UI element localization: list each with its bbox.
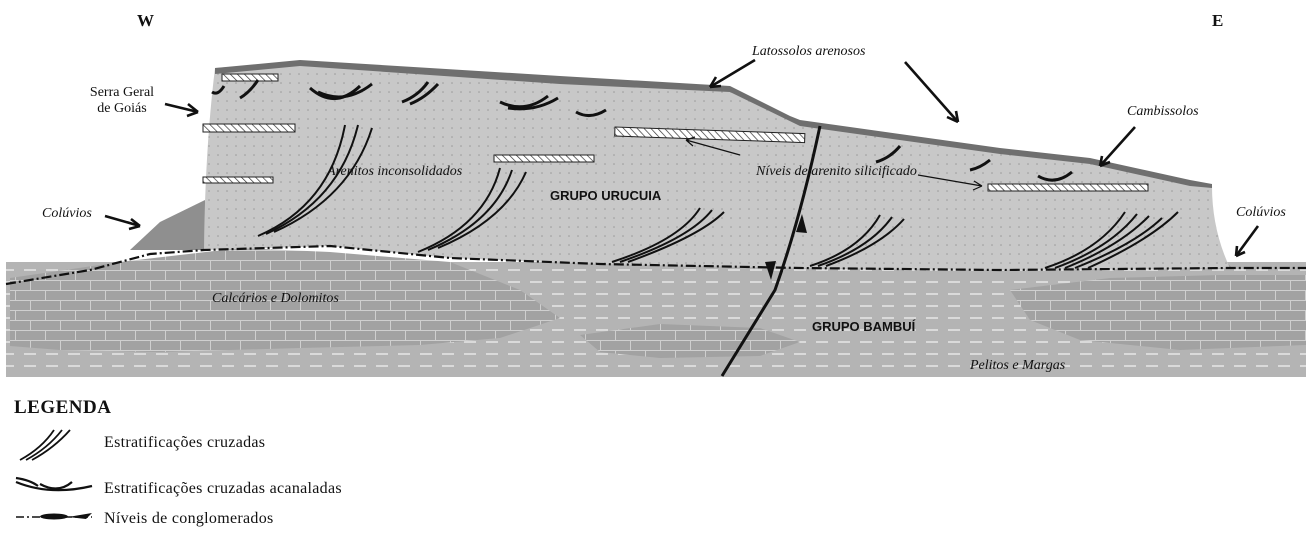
conglomerate-level-icon bbox=[10, 504, 100, 528]
pelitos-label: Pelitos e Margas bbox=[970, 358, 1065, 374]
arenitos-label: Arenitos inconsolidados bbox=[327, 164, 462, 180]
coluvios-left-label: Colúvios bbox=[42, 206, 92, 222]
east-direction-label: E bbox=[1212, 13, 1223, 29]
legend-title: LEGENDA bbox=[14, 397, 111, 419]
legend-item: Níveis de conglomerados bbox=[10, 504, 570, 534]
legend-item: Estratificações cruzadas acanaladas bbox=[10, 474, 570, 504]
trough-cross-stratification-icon bbox=[10, 474, 100, 498]
serra-geral-label: Serra Geral de Goiás bbox=[82, 85, 162, 117]
cross-stratification-icon bbox=[10, 428, 100, 462]
calcarios-label: Calcários e Dolomitos bbox=[212, 291, 339, 307]
colluvium-left bbox=[130, 200, 205, 250]
west-direction-label: W bbox=[137, 13, 154, 29]
legend-item: Estratificações cruzadas bbox=[10, 428, 570, 458]
grupo-urucuia-label: GRUPO URUCUIA bbox=[550, 188, 661, 204]
cambissolos-label: Cambissolos bbox=[1127, 104, 1199, 120]
latossolos-label: Latossolos arenosos bbox=[752, 44, 865, 60]
grupo-bambui-label: GRUPO BAMBUÍ bbox=[812, 319, 915, 335]
legend-item-label: Estratificações cruzadas acanaladas bbox=[104, 480, 342, 498]
legend-item-label: Estratificações cruzadas bbox=[104, 434, 265, 452]
legend-item-label: Níveis de conglomerados bbox=[104, 510, 274, 528]
coluvios-right-label: Colúvios bbox=[1236, 205, 1286, 221]
niveis-arenito-label: Níveis de arenito silicificado bbox=[756, 164, 917, 180]
